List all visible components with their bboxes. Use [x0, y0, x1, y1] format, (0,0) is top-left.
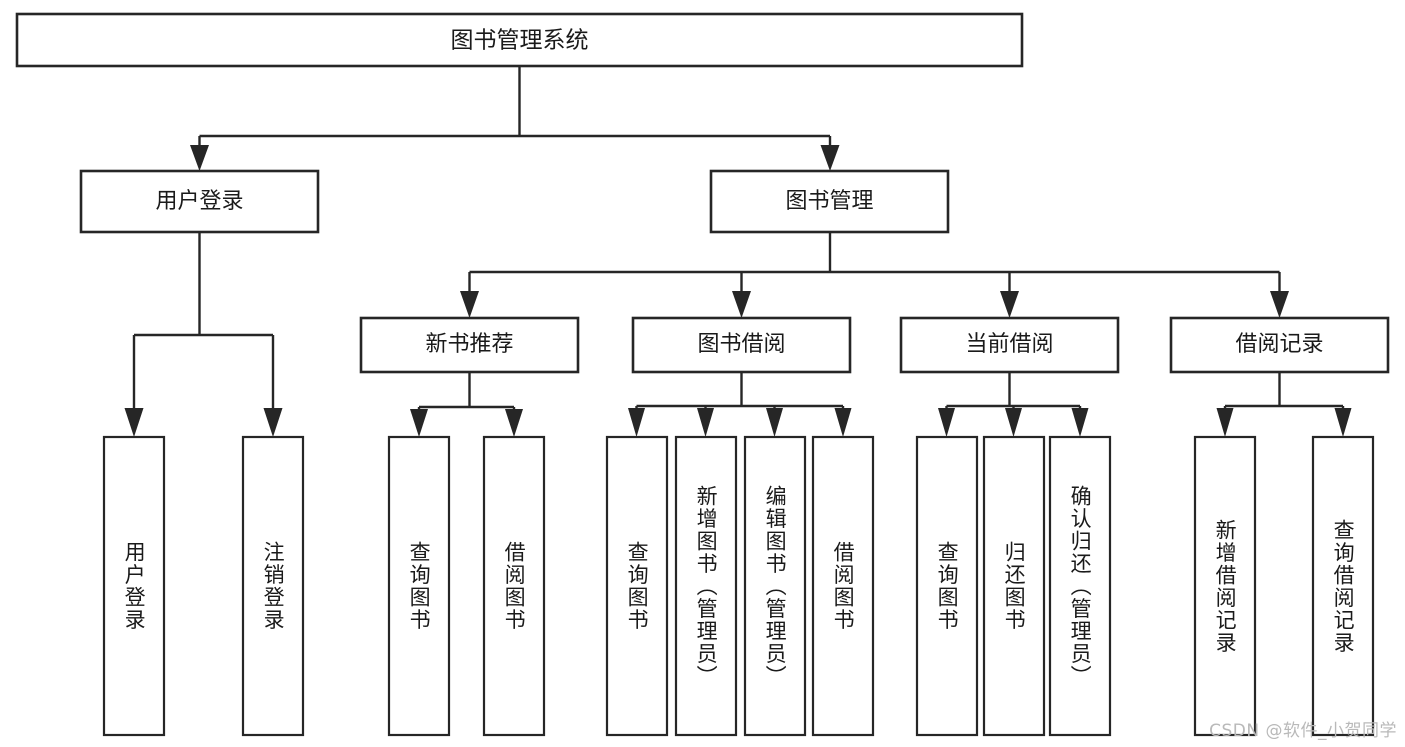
- arrowhead-current-leaf9: [938, 408, 955, 437]
- arrowhead-borrow-leaf5: [628, 408, 645, 437]
- arrowhead-login-leaf2: [263, 408, 283, 437]
- node-leaf12-box[interactable]: [1193, 435, 1257, 737]
- node-root-box[interactable]: [15, 12, 1024, 68]
- node-bookmgmt[interactable]: 图书管理: [709, 169, 950, 234]
- node-leaf4-box[interactable]: [482, 435, 546, 737]
- node-current[interactable]: 当前借阅: [899, 316, 1120, 374]
- arrowhead-record-leaf12: [1216, 408, 1234, 437]
- arrowhead-newbook: [460, 291, 479, 318]
- node-bookmgmt-box[interactable]: [709, 169, 950, 234]
- arrowhead-borrow: [732, 291, 751, 318]
- leaf-box-group: [102, 435, 1375, 737]
- node-leaf7-box[interactable]: [743, 435, 807, 737]
- node-login-box[interactable]: [79, 169, 320, 234]
- edge-group-login: [124, 232, 283, 437]
- node-borrow-box[interactable]: [631, 316, 852, 374]
- node-bookmgmt-label: 图书管理: [785, 189, 873, 214]
- edge-group-bookmgmt: [460, 232, 1289, 318]
- node-login[interactable]: 用户登录: [79, 169, 320, 234]
- arrowhead-current: [1000, 291, 1019, 318]
- node-root[interactable]: 图书管理系统: [15, 12, 1024, 68]
- node-leaf13-box[interactable]: [1311, 435, 1375, 737]
- edge-group-current: [938, 372, 1089, 437]
- node-current-label: 当前借阅: [965, 332, 1053, 357]
- node-leaf11-box[interactable]: [1048, 435, 1112, 737]
- node-record-box[interactable]: [1169, 316, 1390, 374]
- edge-group-root: [190, 66, 840, 171]
- node-borrow-label: 图书借阅: [697, 332, 785, 357]
- arrowhead-current-leaf11: [1071, 408, 1089, 437]
- arrowhead-root-to-login: [190, 145, 209, 171]
- node-newbook-box[interactable]: [359, 316, 580, 374]
- arrowhead-record-leaf13: [1334, 408, 1352, 437]
- edge-group-record: [1216, 372, 1352, 437]
- arrowhead-borrow-leaf8: [834, 408, 852, 437]
- arrowhead-record: [1270, 291, 1289, 318]
- arrowhead-current-leaf10: [1005, 408, 1022, 437]
- node-newbook[interactable]: 新书推荐: [359, 316, 580, 374]
- node-leaf2-box[interactable]: [241, 435, 305, 737]
- arrowhead-root-to-bookmgmt: [820, 145, 840, 171]
- node-leaf6-box[interactable]: [674, 435, 738, 737]
- node-newbook-label: 新书推荐: [425, 332, 513, 357]
- node-leaf9-box[interactable]: [915, 435, 979, 737]
- node-login-label: 用户登录: [155, 189, 243, 214]
- arrowhead-newbook-leaf3: [410, 409, 428, 437]
- node-leaf1-box[interactable]: [102, 435, 166, 737]
- node-leaf10-box[interactable]: [982, 435, 1046, 737]
- node-record-label: 借阅记录: [1235, 332, 1323, 357]
- arrowhead-newbook-leaf4: [505, 409, 523, 437]
- arrowhead-login-leaf1: [124, 408, 144, 437]
- node-current-box[interactable]: [899, 316, 1120, 374]
- arrowhead-borrow-leaf7: [766, 408, 783, 437]
- node-record[interactable]: 借阅记录: [1169, 316, 1390, 374]
- node-leaf8-box[interactable]: [811, 435, 875, 737]
- csdn-watermark: CSDN @软件_小贺同学: [1209, 721, 1397, 741]
- node-leaf3-box[interactable]: [387, 435, 451, 737]
- arrowhead-borrow-leaf6: [697, 408, 714, 437]
- edge-group-newbook: [410, 372, 523, 437]
- edge-group-borrow: [628, 372, 852, 437]
- node-borrow[interactable]: 图书借阅: [631, 316, 852, 374]
- node-root-label: 图书管理系统: [451, 28, 589, 54]
- node-leaf5-box[interactable]: [605, 435, 669, 737]
